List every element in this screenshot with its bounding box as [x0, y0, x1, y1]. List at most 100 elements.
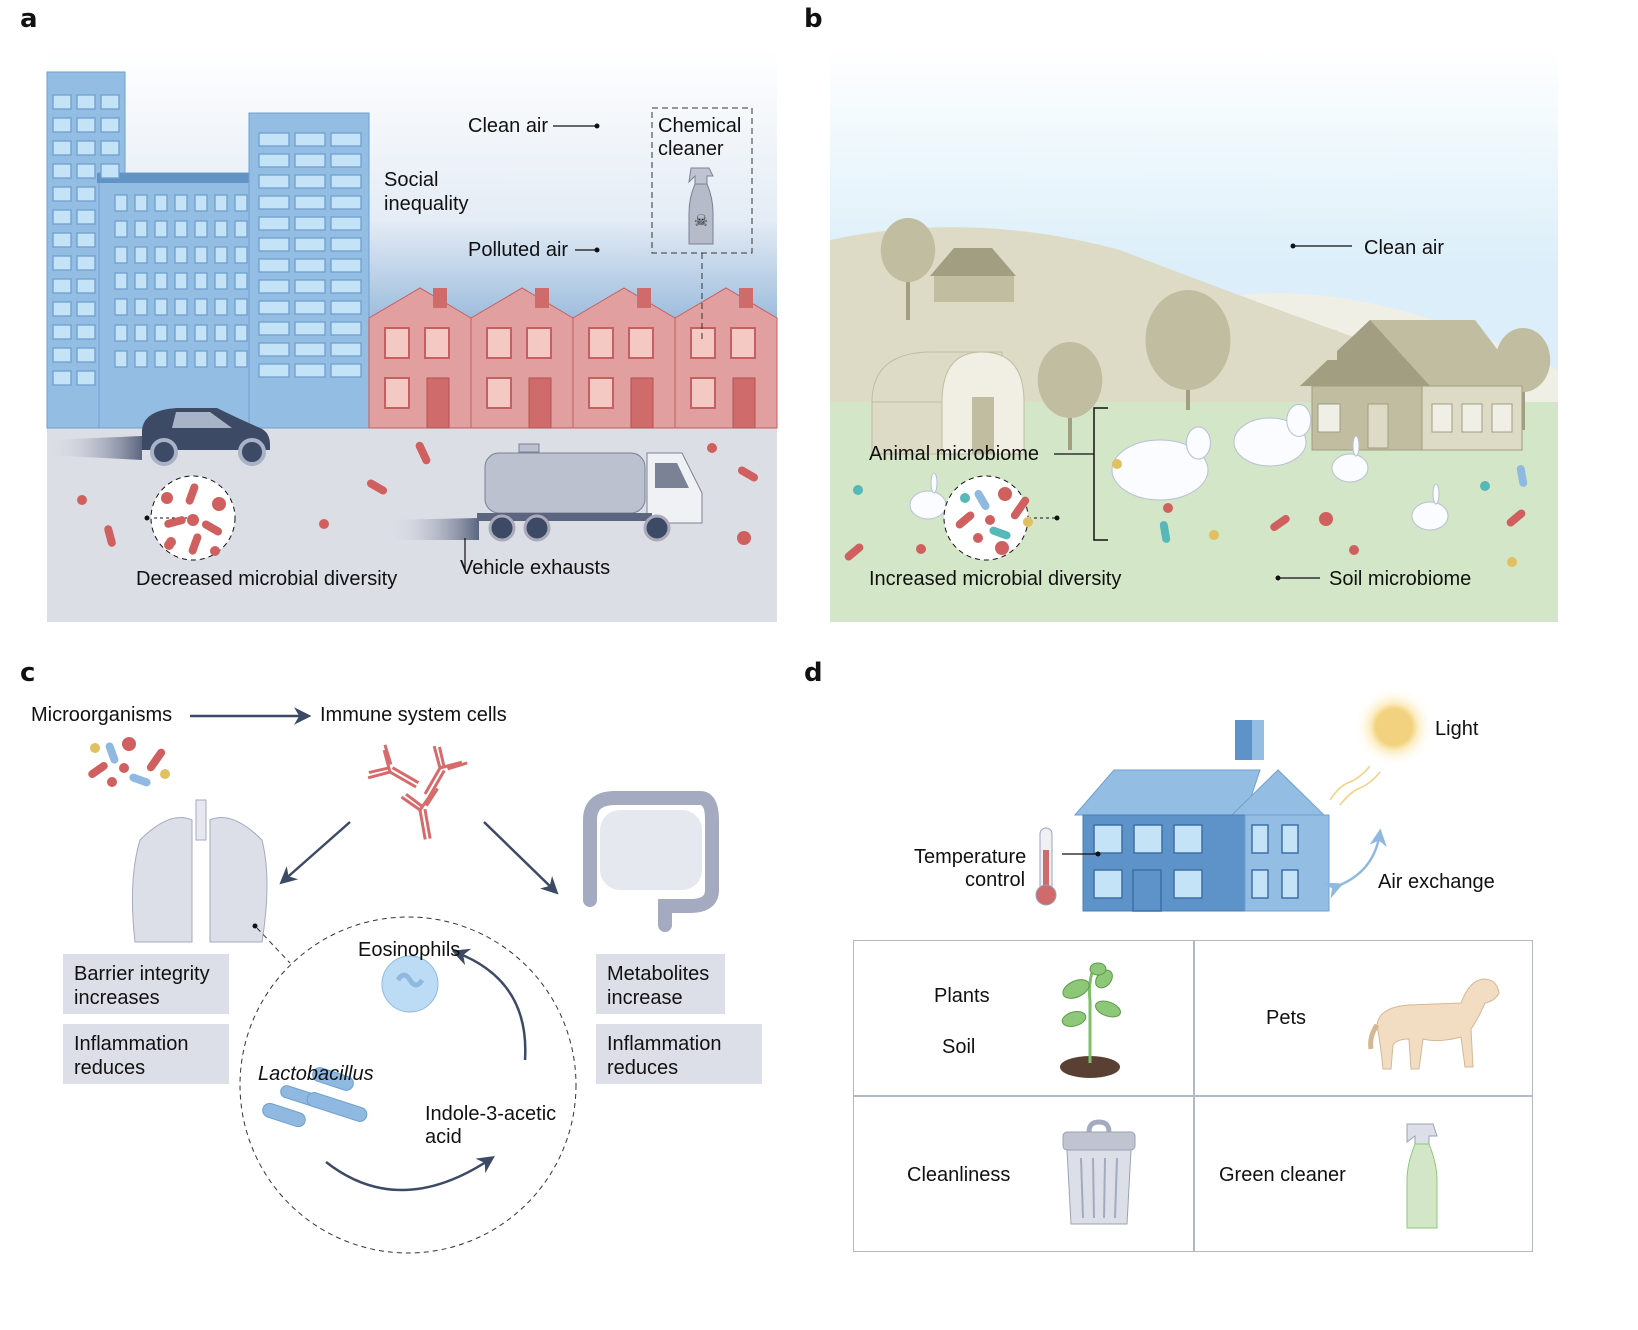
sheep [1233, 403, 1312, 467]
window [330, 174, 362, 189]
window [294, 195, 326, 210]
antibody-icon [400, 787, 439, 840]
window [114, 298, 128, 316]
window [76, 278, 96, 294]
window [76, 209, 96, 225]
panel-d-letter: d [804, 658, 823, 688]
panel-b-letter: b [804, 4, 823, 34]
panel-b-illustration [830, 50, 1558, 622]
gut-inflammation-box: Inflammation reduces [596, 1024, 762, 1084]
microbe [122, 737, 136, 751]
window [134, 272, 148, 290]
immune-to-lung-arrow [279, 821, 351, 885]
indole-to-eosinophil-arrow [451, 948, 527, 1061]
box-line: increases [74, 987, 160, 1009]
window [134, 298, 148, 316]
window [330, 153, 362, 168]
microbe [188, 533, 202, 555]
window [258, 258, 290, 273]
window [588, 327, 614, 359]
window [294, 153, 326, 168]
window [154, 246, 168, 264]
window [330, 363, 362, 378]
window [214, 298, 228, 316]
mechanism-circle [239, 916, 577, 1254]
window [154, 194, 168, 212]
window [214, 246, 228, 264]
window [114, 350, 128, 368]
chimney [433, 288, 447, 308]
window [134, 246, 148, 264]
window [52, 278, 72, 294]
lung-inflammation-box: Inflammation reduces [63, 1024, 229, 1084]
microbe [995, 541, 1009, 555]
microbe [916, 544, 926, 554]
window [628, 327, 654, 359]
row-house [674, 287, 778, 429]
farm-house [1300, 320, 1525, 451]
window [174, 272, 188, 290]
window [100, 94, 120, 110]
microbe [707, 443, 717, 453]
window [52, 324, 72, 340]
chimney [637, 288, 651, 308]
window [258, 195, 290, 210]
window [76, 163, 96, 179]
window [330, 300, 362, 315]
row-houses [368, 287, 778, 429]
panel-c-letter: c [20, 658, 36, 688]
window [214, 324, 228, 342]
microbe [88, 761, 108, 779]
microbe [415, 441, 431, 465]
clean-air-label: Clean air [468, 115, 549, 137]
antibody-icon [367, 744, 420, 789]
chimney [535, 288, 549, 308]
vehicle-exhausts-label: Vehicle exhausts [460, 557, 611, 579]
air-exchange-arrow [1323, 828, 1387, 899]
window [52, 117, 72, 133]
door [630, 377, 654, 429]
microbe [164, 516, 186, 528]
barn [871, 351, 1025, 455]
window [384, 327, 410, 359]
window [154, 324, 168, 342]
window [234, 350, 248, 368]
microbe [844, 543, 864, 561]
window [234, 246, 248, 264]
window [52, 94, 72, 110]
grid-cell-pets: Pets [1193, 940, 1533, 1097]
window [1173, 869, 1203, 899]
window [234, 298, 248, 316]
window [114, 324, 128, 342]
row-house [368, 287, 472, 429]
tree [1037, 342, 1103, 450]
microbe [1112, 459, 1122, 469]
window [76, 370, 96, 386]
window [384, 377, 410, 409]
panel-c-illustration [88, 707, 719, 1254]
cleanliness-label: Cleanliness [907, 1164, 1011, 1186]
lactobacillus-label: Lactobacillus [258, 1063, 374, 1085]
window [154, 272, 168, 290]
temperature-label-2: control [965, 869, 1026, 891]
window [194, 220, 208, 238]
window [1251, 824, 1269, 854]
window [154, 298, 168, 316]
row-house [572, 287, 676, 429]
microbe [201, 520, 223, 536]
box-line: Metabolites [607, 963, 710, 985]
window [214, 272, 228, 290]
microbe [1270, 514, 1290, 532]
window [294, 258, 326, 273]
window [76, 186, 96, 202]
grid-cell-green-cleaner: Green cleaner [1193, 1095, 1533, 1252]
air-exchange-label: Air exchange [1378, 871, 1495, 893]
barrier-integrity-box: Barrier integrity increases [63, 954, 229, 1014]
pets-label: Pets [1266, 1007, 1307, 1029]
microbe [1319, 512, 1333, 526]
window [76, 301, 96, 317]
window [76, 255, 96, 271]
microorganisms-label: Microorganisms [31, 704, 173, 726]
microbe [1010, 496, 1030, 520]
microbe [1023, 517, 1033, 527]
